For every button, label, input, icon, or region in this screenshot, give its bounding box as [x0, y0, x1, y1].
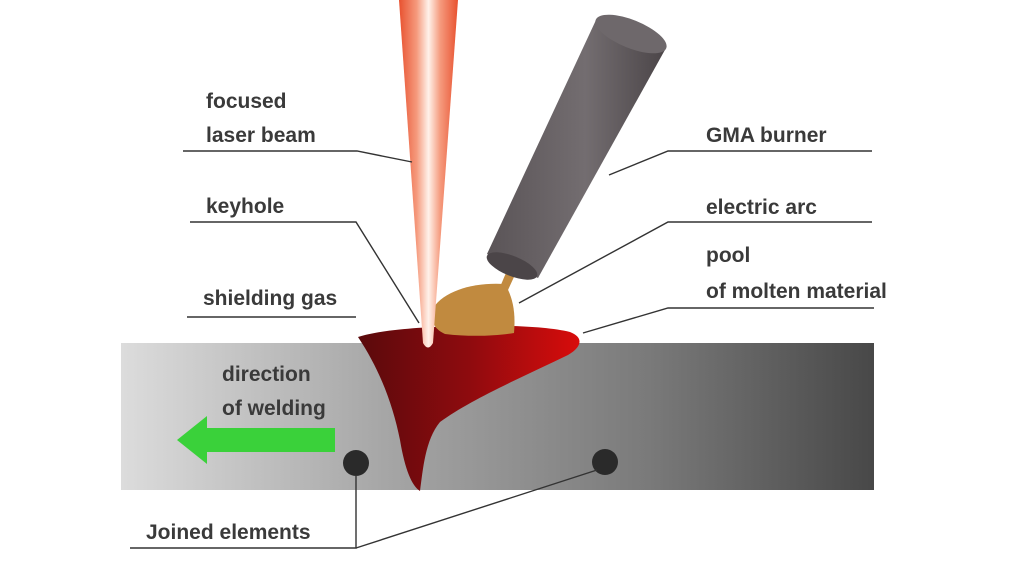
molten-pool: [358, 325, 580, 491]
label-pool: pool: [706, 244, 750, 267]
joint-dot-left: [343, 450, 369, 476]
gma-burner: [486, 14, 667, 280]
label-keyhole: keyhole: [206, 195, 284, 218]
joint-dot-right: [592, 449, 618, 475]
leader-molten-pool: [582, 307, 874, 334]
label-direction: direction: [222, 363, 311, 386]
label-shielding-gas: shielding gas: [203, 287, 337, 310]
leader-laser-beam: [183, 150, 413, 163]
leader-joined-elements-right: [355, 469, 598, 549]
label-of-welding: of welding: [222, 397, 326, 420]
label-gma-burner: GMA burner: [706, 124, 827, 147]
leader-gma-burner: [608, 150, 872, 176]
laser-beam: [399, 0, 458, 348]
leader-keyhole: [190, 221, 420, 324]
label-laser-beam: laser beam: [206, 124, 316, 147]
label-electric-arc: electric arc: [706, 196, 817, 219]
label-joined-elements: Joined elements: [146, 521, 311, 544]
leader-electric-arc: [518, 221, 872, 304]
shielding-gas: [431, 283, 515, 336]
direction-arrow: [177, 416, 335, 464]
label-of-molten-material: of molten material: [706, 280, 887, 303]
label-focused: focused: [206, 90, 287, 113]
